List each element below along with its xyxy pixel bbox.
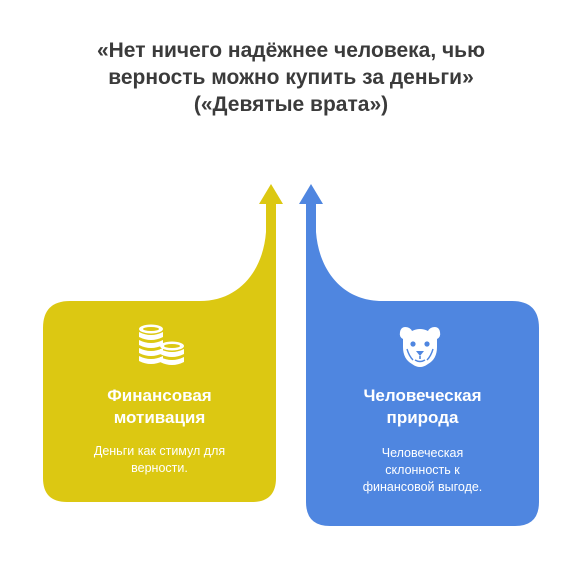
financial-motivation-title-line-2: мотивация	[113, 408, 206, 427]
title-line-3: («Девятые врата»)	[193, 93, 389, 116]
title-line-1: «Нет ничего надёжнее человека, чью	[96, 39, 486, 62]
human-nature-title-line-1: Человеческая	[363, 386, 482, 405]
financial-motivation-desc-line-1: Деньги как стимул для	[93, 444, 226, 458]
financial-motivation-title-line-1: Финансовая	[107, 386, 212, 405]
coins-icon	[136, 323, 188, 369]
human-nature-text: Человеческая природа Человеческая склонн…	[306, 385, 539, 496]
financial-motivation-desc-line-2: верности.	[131, 461, 188, 475]
human-nature-title-line-2: природа	[386, 408, 459, 427]
diagram-title: «Нет ничего надёжнее человека, чью верно…	[0, 37, 582, 118]
human-nature-desc-line-2: склонность к	[385, 463, 460, 477]
financial-motivation-text: Финансовая мотивация Деньги как стимул д…	[43, 385, 276, 477]
financial-motivation-desc: Деньги как стимул для верности.	[43, 443, 276, 477]
human-nature-desc: Человеческая склонность к финансовой выг…	[306, 445, 539, 496]
title-line-2: верность можно купить за деньги»	[108, 66, 474, 89]
human-nature-desc-line-1: Человеческая	[381, 446, 464, 460]
lion-icon	[397, 323, 443, 369]
human-nature-title: Человеческая природа	[306, 385, 539, 429]
financial-motivation-title: Финансовая мотивация	[43, 385, 276, 429]
human-nature-desc-line-3: финансовой выгоде.	[362, 480, 483, 494]
